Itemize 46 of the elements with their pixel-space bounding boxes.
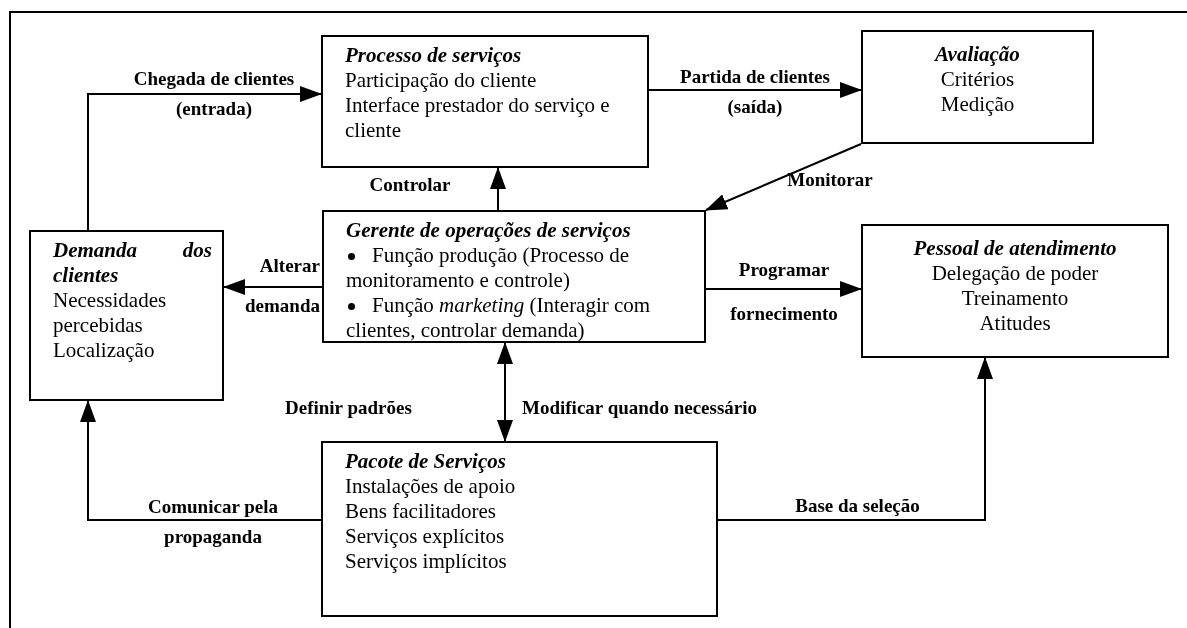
box-text: Delegação de poder [930, 261, 1100, 286]
box-text: Função marketing (Interagir com clientes, controlar demanda) [346, 293, 694, 343]
process-box [321, 35, 649, 168]
arrow [717, 357, 993, 521]
box-text: Serviços implícitos [345, 549, 508, 574]
box-text: Serviços explícitos [345, 524, 506, 549]
box-text: Instalações de apoio [345, 474, 517, 499]
box-text: Bens facilitadores [345, 499, 498, 524]
process-box [29, 230, 224, 401]
edge-label: Comunicar pela propaganda [147, 495, 279, 549]
arrow [80, 400, 322, 521]
edge-label: Monitorar [786, 168, 874, 192]
box-text: Função produção (Processo de monitoramento e controle) [346, 243, 694, 293]
box-text: Medição [939, 92, 1016, 117]
process-box [322, 210, 706, 343]
annotation-text: Modificar quando necessário [522, 396, 759, 420]
box-text: Interface prestador do serviço e cliente [345, 93, 611, 143]
edge-label: Programar fornecimento [729, 258, 839, 326]
process-box [861, 30, 1094, 144]
box-text: Critérios [939, 67, 1016, 92]
edge-label: Base da seleção [794, 494, 921, 518]
edge-label: Definir padrões [285, 396, 413, 420]
box-text: Participação do cliente [345, 68, 538, 93]
arrow [705, 281, 862, 297]
edge-label: Partida de clientes (saída) [679, 65, 831, 119]
box-heading: Avaliação [933, 42, 1021, 67]
box-text: Atitudes [978, 311, 1052, 336]
arrow [490, 167, 506, 211]
box-heading: Pessoal de atendimento [912, 236, 1118, 261]
edge-label: Alterar demanda [244, 254, 320, 318]
box-text: Necessidades percebidas [53, 288, 168, 338]
box-heading: Pacote de Serviços [345, 449, 507, 474]
box-heading: Gerente de operações de serviços [346, 218, 632, 243]
box-text: Treinamento [960, 286, 1070, 311]
box-heading: Processo de serviços [345, 43, 523, 68]
edge-label: Chegada de clientes (entrada) [132, 67, 296, 121]
arrow [223, 279, 323, 295]
arrow [497, 342, 513, 442]
arrow [87, 86, 322, 231]
edge-label: Controlar [368, 173, 452, 197]
process-box [321, 441, 718, 617]
box-heading: Demanda dos clientes [53, 238, 212, 288]
process-box [861, 224, 1169, 358]
arrow [705, 143, 862, 211]
box-text: Localização [53, 338, 156, 363]
arrow [648, 82, 862, 98]
